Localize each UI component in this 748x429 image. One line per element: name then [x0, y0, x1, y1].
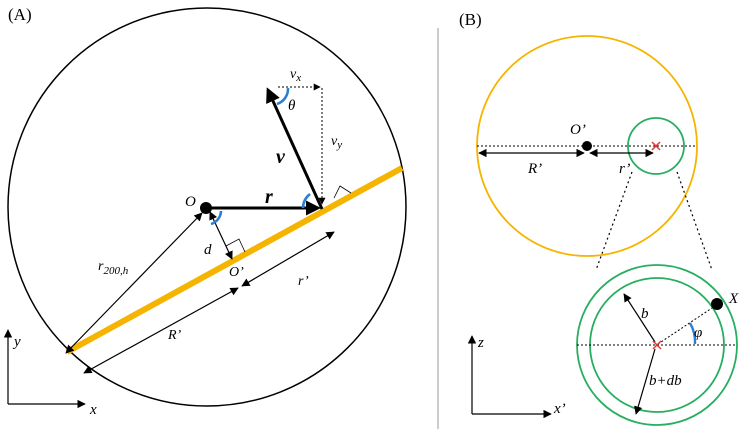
- halo-circle: [7, 7, 407, 407]
- axis-x-label: x: [89, 402, 97, 418]
- label-d: d: [204, 242, 212, 258]
- angle-arc-o: [210, 210, 223, 226]
- label-r-prime-b: r’: [619, 161, 630, 177]
- axis-z-label: z: [477, 335, 484, 351]
- distance-d-arrow: [209, 211, 233, 260]
- angle-arc-phi: [688, 322, 697, 345]
- axis-x-prime-label: x’: [553, 401, 566, 417]
- label-x-point: X: [728, 291, 739, 307]
- v-vector: [266, 87, 324, 210]
- disk-plane: [65, 165, 404, 355]
- ring-center-cross: [651, 141, 661, 151]
- label-b: b: [641, 306, 649, 322]
- right-angle-mark-o-prime: [225, 238, 246, 253]
- label-r-vector: r: [265, 186, 273, 208]
- label-big-r-prime-b: R’: [527, 161, 542, 177]
- label-b-db: b+db: [649, 373, 682, 389]
- axis-y-label: y: [12, 334, 21, 350]
- zoom-line-right: [676, 171, 713, 271]
- panel-b-label: (B): [459, 10, 482, 29]
- r-prime-arrow: [241, 231, 335, 287]
- panel-a: (A) O r v vx: [3, 5, 407, 418]
- x-line-dotted: [657, 305, 716, 345]
- x-point: [711, 298, 723, 310]
- r200-radius-arrow: [65, 212, 203, 354]
- label-vy: vy: [331, 134, 342, 151]
- label-v-vector: v: [276, 146, 286, 168]
- right-angle-mark-r: [333, 185, 352, 199]
- label-r200: r200,h: [98, 259, 129, 277]
- label-theta: θ: [288, 98, 296, 114]
- ring-small: [627, 117, 685, 175]
- b-db-arrow: [634, 348, 656, 415]
- panel-b: (B) O’ R’ r’: [459, 10, 739, 426]
- angle-arc-theta: [276, 87, 290, 106]
- o-prime-point: [582, 141, 592, 151]
- angle-arc-r-tip: [301, 192, 311, 209]
- label-vx: vx: [290, 67, 301, 84]
- label-o-prime-b: O’: [570, 122, 586, 138]
- label-big-r-prime: R’: [167, 328, 182, 343]
- b-arrow: [623, 293, 656, 343]
- panel-a-label: (A): [8, 5, 32, 24]
- origin-point: [200, 202, 212, 214]
- label-phi: φ: [694, 325, 702, 341]
- label-r-prime: r’: [298, 274, 309, 289]
- label-origin: O: [185, 194, 196, 210]
- label-o-prime: O’: [229, 265, 244, 280]
- zoom-center-cross: [652, 340, 662, 350]
